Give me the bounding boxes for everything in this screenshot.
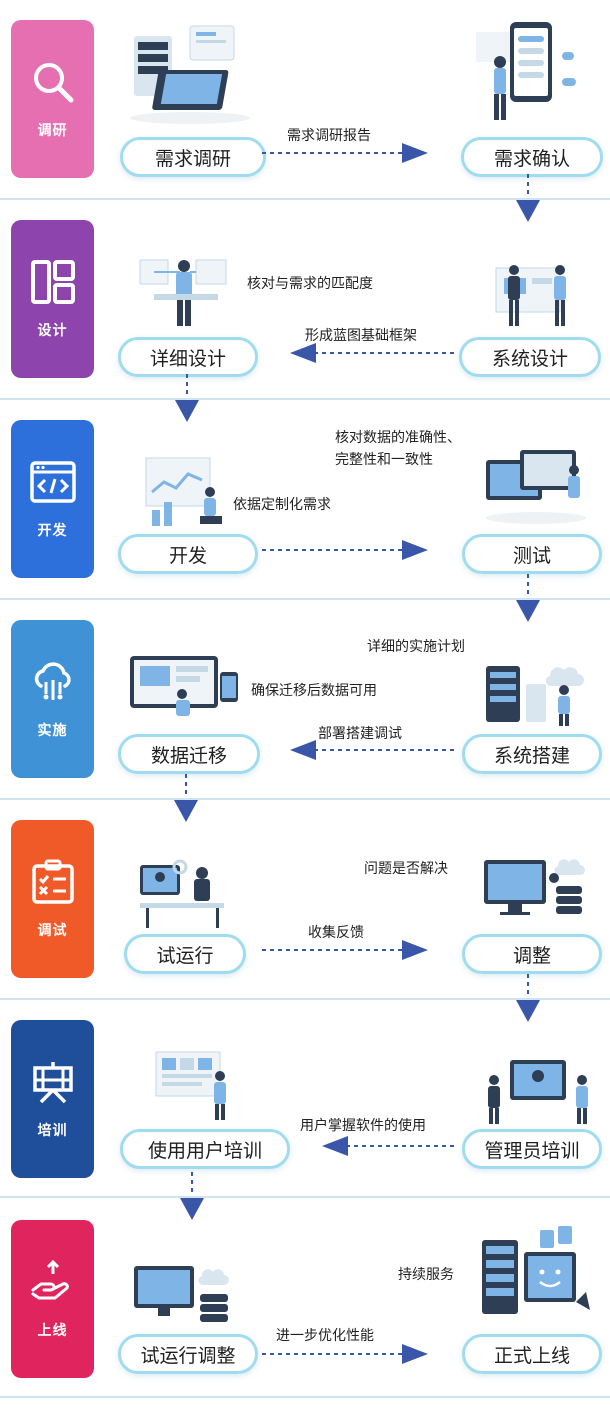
step-pill-system-setup: 系统搭建 — [462, 734, 602, 774]
stage-tile-research: 调研 — [11, 20, 94, 178]
cloud-network-icon — [34, 662, 71, 700]
step-pill-requirement-confirmation: 需求确认 — [461, 137, 603, 177]
testing-monitor-illustration — [486, 450, 586, 524]
note-continuous-service: 持续服务 — [398, 1267, 454, 1283]
link-label-blueprint-framework: 形成蓝图基础框架 — [305, 328, 417, 344]
checklist-clipboard-icon — [31, 859, 74, 904]
link-label-collect-feedback: 收集反馈 — [308, 925, 364, 941]
step-pill-adjustment: 调整 — [462, 934, 602, 974]
step-pill-user-training: 使用用户培训 — [120, 1129, 290, 1169]
left-arrow — [290, 740, 456, 760]
stage-label: 实施 — [37, 723, 68, 739]
video-meeting-illustration — [140, 859, 224, 928]
stage-label: 培训 — [37, 1123, 68, 1139]
stage-tile-training: 培训 — [11, 1020, 94, 1178]
server-laptop-illustration — [130, 25, 250, 124]
code-window-icon — [29, 461, 76, 503]
server-cloud-illustration — [486, 666, 584, 726]
left-arrow — [322, 1136, 458, 1156]
right-arrow — [262, 143, 428, 163]
step-pill-trial-run: 试运行 — [124, 934, 246, 974]
section-divider — [0, 598, 610, 600]
section-divider — [0, 198, 610, 200]
section-divider — [0, 798, 610, 800]
stage-label: 设计 — [37, 323, 68, 339]
step-pill-development: 开发 — [118, 534, 258, 574]
step-pill-admin-training: 管理员培训 — [462, 1129, 602, 1169]
stage-tile-development: 开发 — [11, 420, 94, 578]
section-divider — [0, 1396, 610, 1398]
step-pill-trial-adjustment: 试运行调整 — [118, 1334, 258, 1374]
dashboard-dev-illustration — [145, 457, 222, 526]
user-training-illustration — [155, 1051, 226, 1120]
stage-tile-implementation: 实施 — [11, 620, 94, 778]
training-board-icon — [32, 1062, 73, 1104]
section-divider — [0, 398, 610, 400]
right-arrow — [262, 940, 428, 960]
admin-training-illustration — [488, 1060, 588, 1124]
step-pill-data-migration: 数据迁移 — [118, 734, 260, 774]
left-arrow — [290, 343, 456, 363]
note-custom-requirements: 依据定制化需求 — [233, 497, 331, 513]
step-pill-requirement-research: 需求调研 — [120, 137, 266, 177]
step-pill-system-design: 系统设计 — [459, 337, 601, 377]
stage-label: 开发 — [37, 523, 68, 539]
link-label-user-mastery: 用户掌握软件的使用 — [300, 1118, 426, 1134]
team-whiteboard-illustration — [495, 265, 566, 326]
stage-label: 调试 — [37, 923, 68, 939]
stage-label: 调研 — [37, 123, 68, 139]
right-arrow — [262, 540, 428, 560]
step-pill-official-launch: 正式上线 — [462, 1334, 602, 1374]
right-arrow — [262, 1344, 428, 1364]
step-pill-detailed-design: 详细设计 — [118, 337, 258, 377]
search-icon — [33, 63, 73, 103]
phone-person-illustration — [476, 22, 576, 120]
note-implementation-plan: 详细的实施计划 — [367, 639, 465, 655]
data-migration-illustration — [130, 656, 238, 716]
section-divider — [0, 998, 610, 1000]
stage-tile-design: 设计 — [11, 220, 94, 378]
link-label-optimize-performance: 进一步优化性能 — [276, 1328, 374, 1344]
hand-upload-icon — [31, 1259, 69, 1300]
blueprint-person-illustration — [139, 259, 227, 326]
section-divider — [0, 1196, 610, 1198]
note-issue-resolved: 问题是否解决 — [364, 861, 448, 877]
server-smile-illustration — [482, 1226, 590, 1314]
monitor-server-illustration — [134, 1266, 229, 1322]
stage-label: 上线 — [37, 1323, 68, 1339]
note-data-integrity: 完整性和一致性 — [335, 452, 433, 468]
stage-tile-launch: 上线 — [11, 1220, 94, 1378]
note-match-requirements: 核对与需求的匹配度 — [247, 276, 373, 292]
note-data-accuracy: 核对数据的准确性、 — [335, 430, 461, 446]
link-label-deployment-debugging: 部署搭建调试 — [318, 726, 402, 742]
layout-icon — [30, 260, 75, 304]
step-pill-testing: 测试 — [462, 534, 602, 574]
monitor-adjust-illustration — [484, 859, 585, 915]
link-label-research-report: 需求调研报告 — [287, 128, 371, 144]
stage-tile-debugging: 调试 — [11, 820, 94, 978]
note-data-usable: 确保迁移后数据可用 — [251, 683, 377, 699]
